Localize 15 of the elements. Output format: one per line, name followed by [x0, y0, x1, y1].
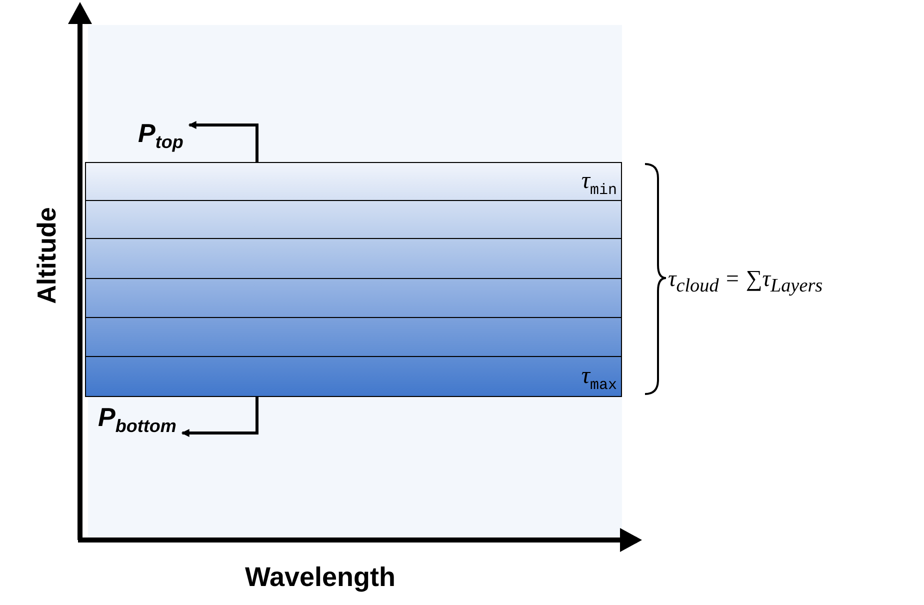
- bent-arrow: [188, 121, 258, 162]
- cloud-layer: [85, 238, 622, 280]
- formula: τ$_{cloud}$ = ∑τ$_{Layers}$: [668, 266, 823, 298]
- pressure-label: P$_{top}$: [138, 118, 184, 154]
- axis-title: Altitude: [32, 206, 62, 306]
- cloud-layer: [85, 162, 622, 202]
- optical-depth-label: τ$_{max}$: [581, 362, 617, 394]
- optical-depth-label: τ$_{min}$: [581, 168, 617, 198]
- cloud-layer: [85, 317, 622, 358]
- axis-title: Wavelength: [245, 562, 396, 593]
- bent-arrow: [181, 396, 258, 437]
- cloud-layer: [85, 356, 622, 396]
- pressure-label: P$_{bottom}$: [98, 402, 176, 438]
- cloud-layer: [85, 278, 622, 318]
- cloud-layer: [85, 200, 622, 240]
